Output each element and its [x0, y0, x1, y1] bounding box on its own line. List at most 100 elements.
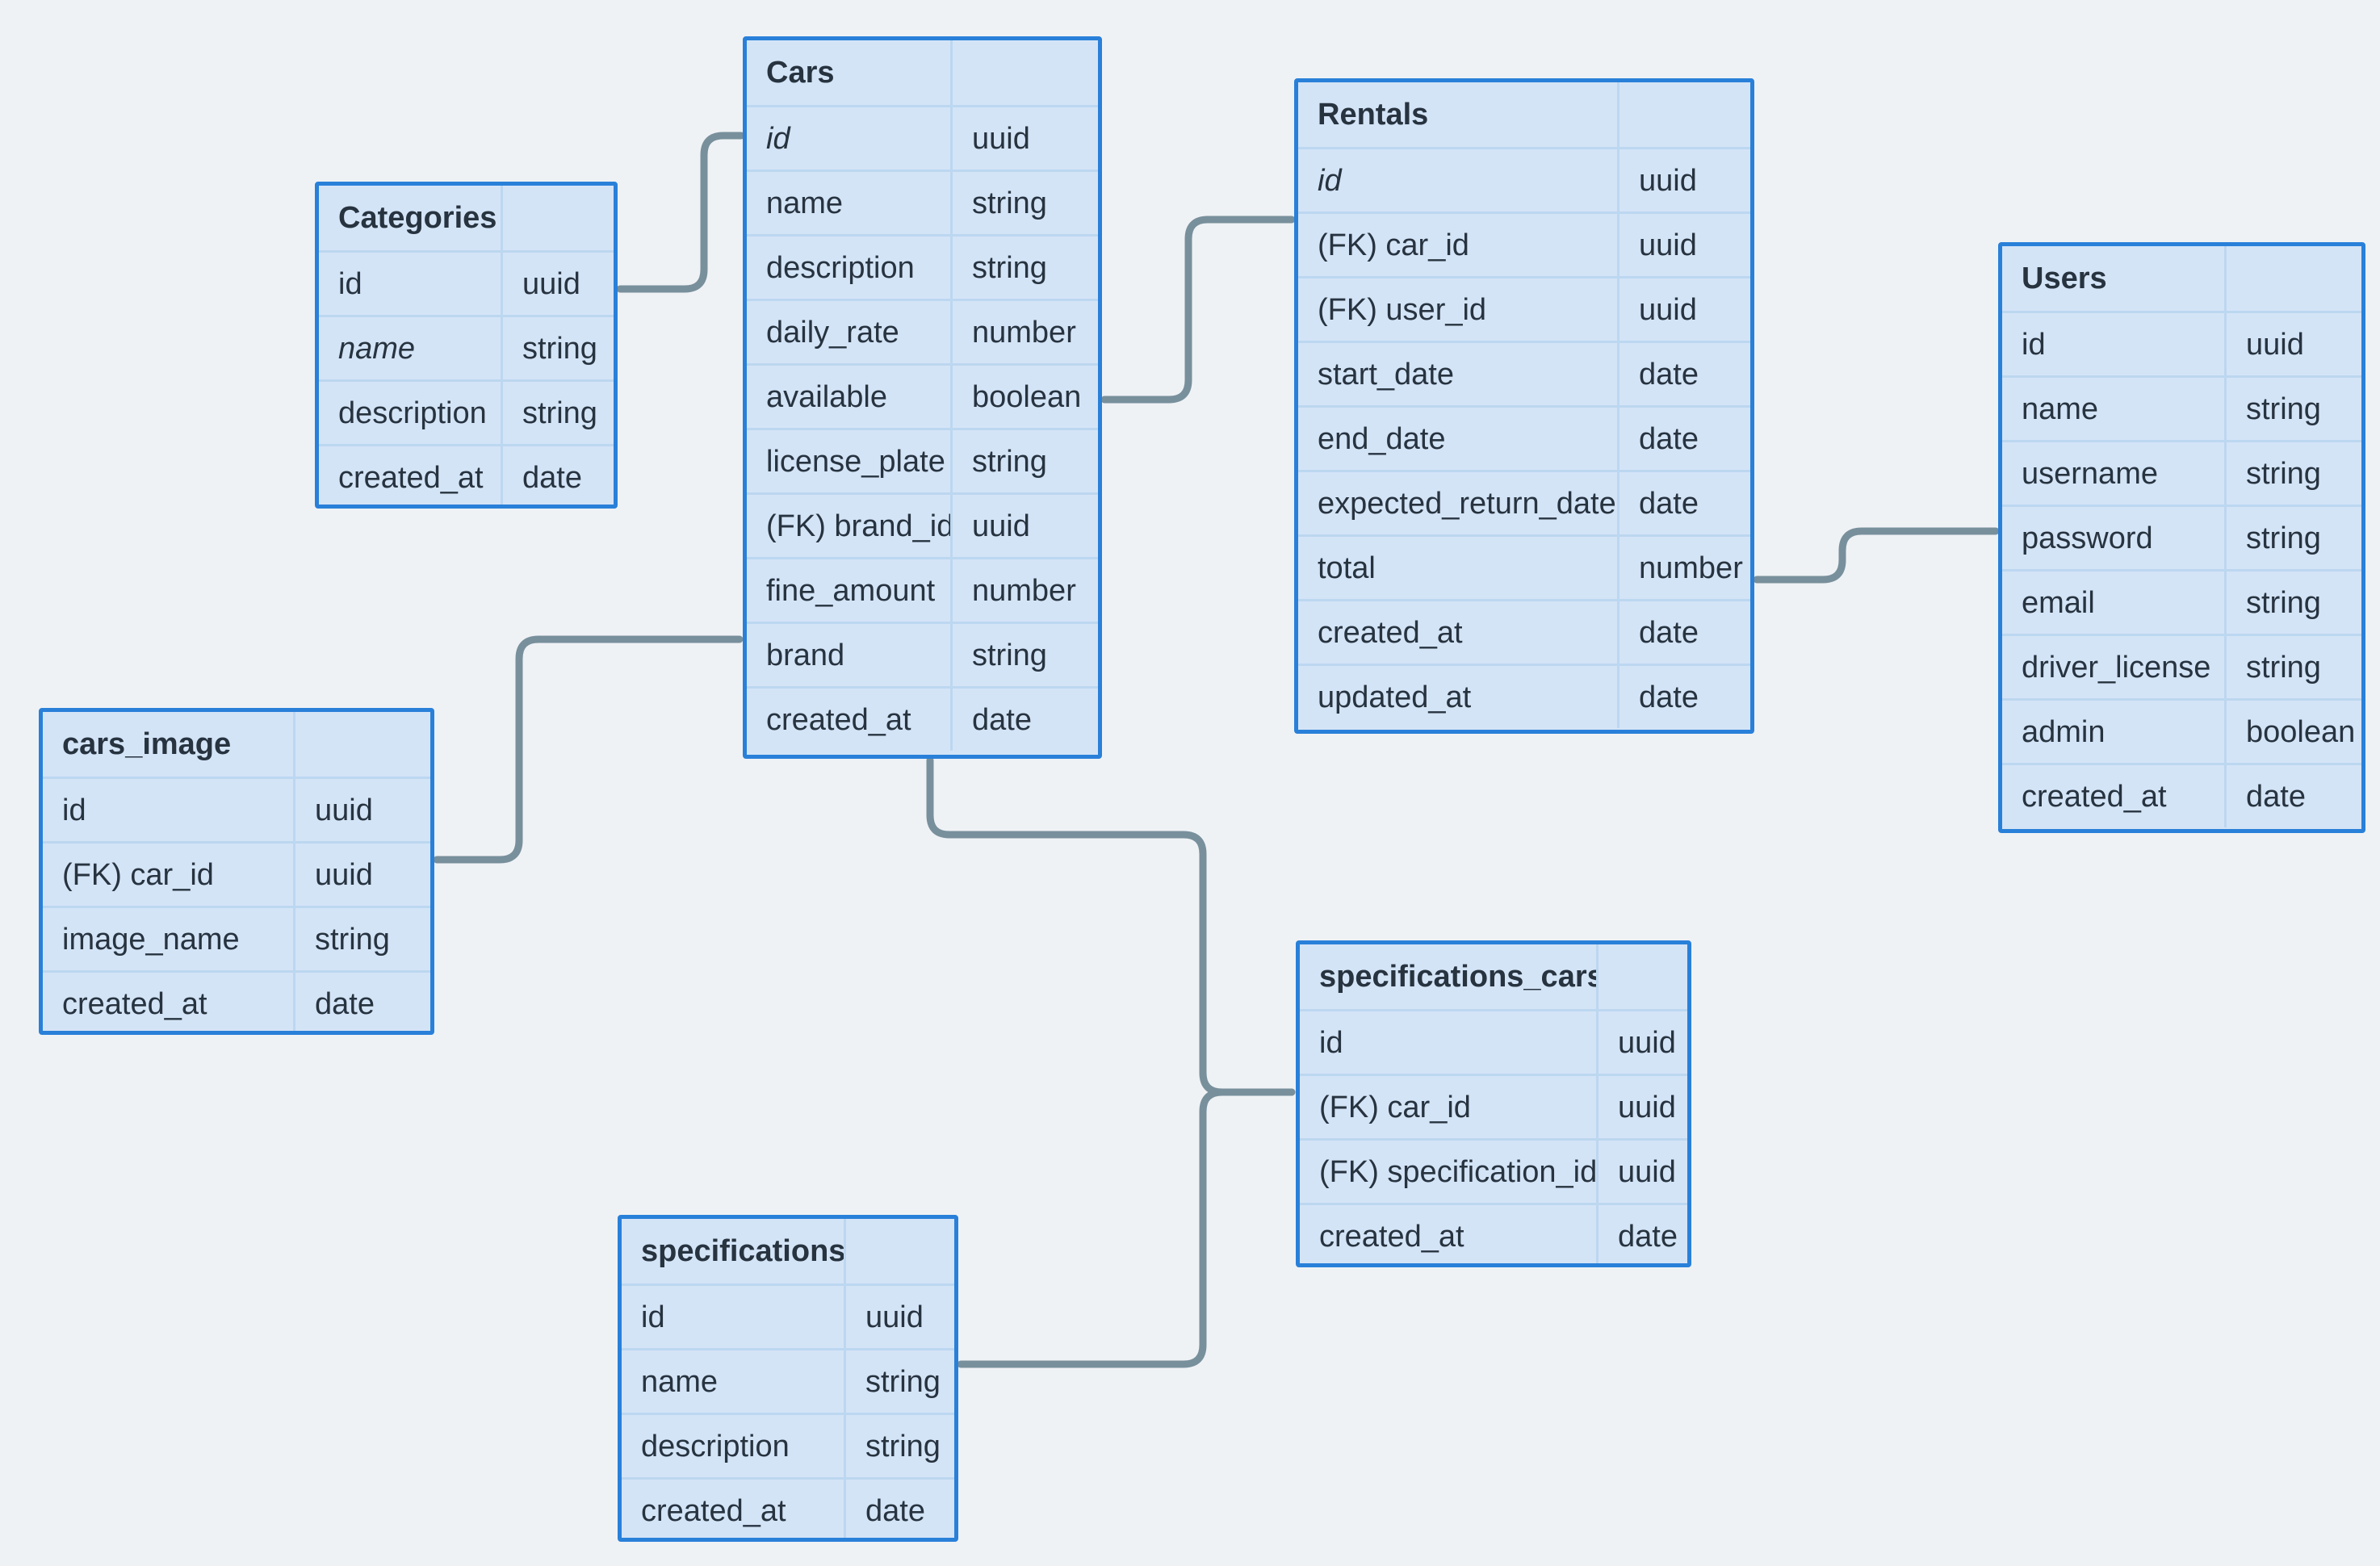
- relationship-connector-specifications-to-specifications_cars: [957, 1088, 1296, 1368]
- field-name: name: [622, 1350, 846, 1413]
- field-type: string: [2246, 585, 2321, 620]
- entity-field-row[interactable]: (FK) car_id uuid: [1300, 1074, 1687, 1138]
- field-name: created_at: [622, 1480, 846, 1538]
- field-type: date: [1639, 615, 1699, 650]
- field-name: expected_return_date: [1298, 472, 1619, 534]
- field-type: uuid: [1618, 1090, 1676, 1124]
- field-type: date: [1639, 357, 1699, 392]
- field-name: created_at: [1298, 601, 1619, 664]
- field-name: (FK) car_id: [1298, 214, 1619, 276]
- entity-field-row[interactable]: available boolean: [747, 363, 1098, 428]
- field-type: uuid: [1639, 228, 1697, 262]
- field-name: id: [1298, 149, 1619, 211]
- entity-header-spacer: [953, 40, 1098, 105]
- field-type: boolean: [972, 379, 1082, 414]
- relationship-connector-cars_image-to-cars: [433, 635, 744, 864]
- field-type: uuid: [315, 857, 373, 892]
- entity-title: Categories: [319, 186, 503, 250]
- field-type: string: [2246, 456, 2321, 491]
- relationship-connector-rentals-to-users: [1753, 527, 2000, 584]
- relationship-connector-categories-to-cars: [616, 132, 745, 293]
- field-name: daily_rate: [747, 301, 953, 363]
- entity-header-spacer: [1599, 944, 1687, 1009]
- field-type: number: [972, 573, 1076, 608]
- field-type: date: [315, 986, 375, 1021]
- entity-title: specifications: [622, 1219, 846, 1283]
- entity-header-specifications: specifications: [622, 1219, 954, 1283]
- field-name: name: [2002, 378, 2227, 440]
- entity-title: cars_image: [43, 712, 295, 777]
- entity-field-row[interactable]: created_at date: [1298, 599, 1750, 664]
- field-type: uuid: [1618, 1025, 1676, 1060]
- field-type: string: [972, 444, 1047, 479]
- field-name: created_at: [2002, 765, 2227, 827]
- field-type: date: [972, 702, 1032, 737]
- entity-header-specifications_cars: specifications_cars: [1300, 944, 1687, 1009]
- entity-field-row[interactable]: (FK) car_id uuid: [1298, 211, 1750, 276]
- field-name: description: [747, 237, 953, 299]
- field-type: date: [1639, 421, 1699, 456]
- field-name: id: [319, 253, 503, 315]
- field-name: created_at: [319, 446, 503, 505]
- field-name: created_at: [1300, 1205, 1599, 1263]
- field-type: string: [972, 250, 1047, 285]
- field-name: name: [747, 172, 953, 234]
- field-type: uuid: [315, 793, 373, 827]
- field-name: (FK) car_id: [1300, 1076, 1599, 1138]
- field-type: uuid: [2246, 327, 2304, 362]
- field-name: password: [2002, 507, 2227, 569]
- field-type: string: [972, 638, 1047, 672]
- field-name: available: [747, 366, 953, 428]
- field-name: id: [622, 1286, 846, 1348]
- field-type: uuid: [972, 121, 1030, 156]
- relationship-connector-cars-to-specifications_cars: [926, 756, 1296, 1096]
- entity-header-users: Users: [2002, 246, 2361, 311]
- entity-field-row[interactable]: description string: [747, 234, 1098, 299]
